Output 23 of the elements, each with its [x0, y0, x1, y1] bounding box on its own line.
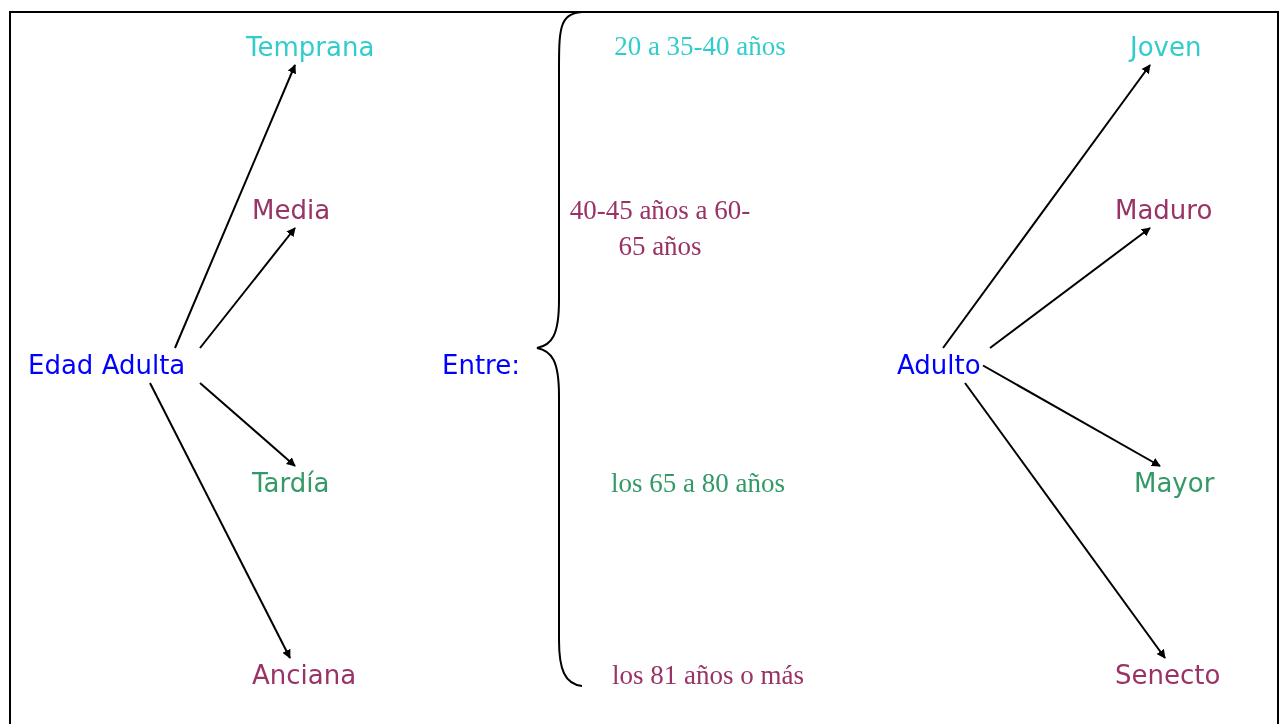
- node-text: Edad Adulta: [28, 349, 186, 381]
- arrow: [199, 382, 296, 467]
- arrow: [199, 227, 296, 349]
- node-text: Adulto: [897, 349, 981, 381]
- age-range-text: los 65 a 80 años: [610, 467, 786, 500]
- node-text: Entre:: [442, 349, 520, 381]
- arrow: [174, 64, 296, 349]
- arrow: [942, 64, 1151, 349]
- node-text: Tardía: [252, 467, 330, 499]
- arrow: [149, 382, 291, 659]
- node-text: Joven: [1130, 31, 1202, 63]
- node-text: Maduro: [1115, 194, 1213, 226]
- arrow: [964, 382, 1166, 659]
- node-text: Media: [252, 194, 331, 226]
- node-text: Senecto: [1115, 659, 1221, 691]
- age-range-text: los 81 años o más: [611, 659, 805, 692]
- age-range-text: 20 a 35-40 años: [613, 30, 787, 63]
- node-text: Temprana: [246, 31, 375, 63]
- node-text: Mayor: [1134, 467, 1215, 499]
- node-text: Anciana: [252, 659, 357, 691]
- arrow: [982, 364, 1161, 467]
- arrow: [989, 227, 1151, 349]
- age-range-text: 40-45 años a 60- 65 años: [568, 194, 752, 264]
